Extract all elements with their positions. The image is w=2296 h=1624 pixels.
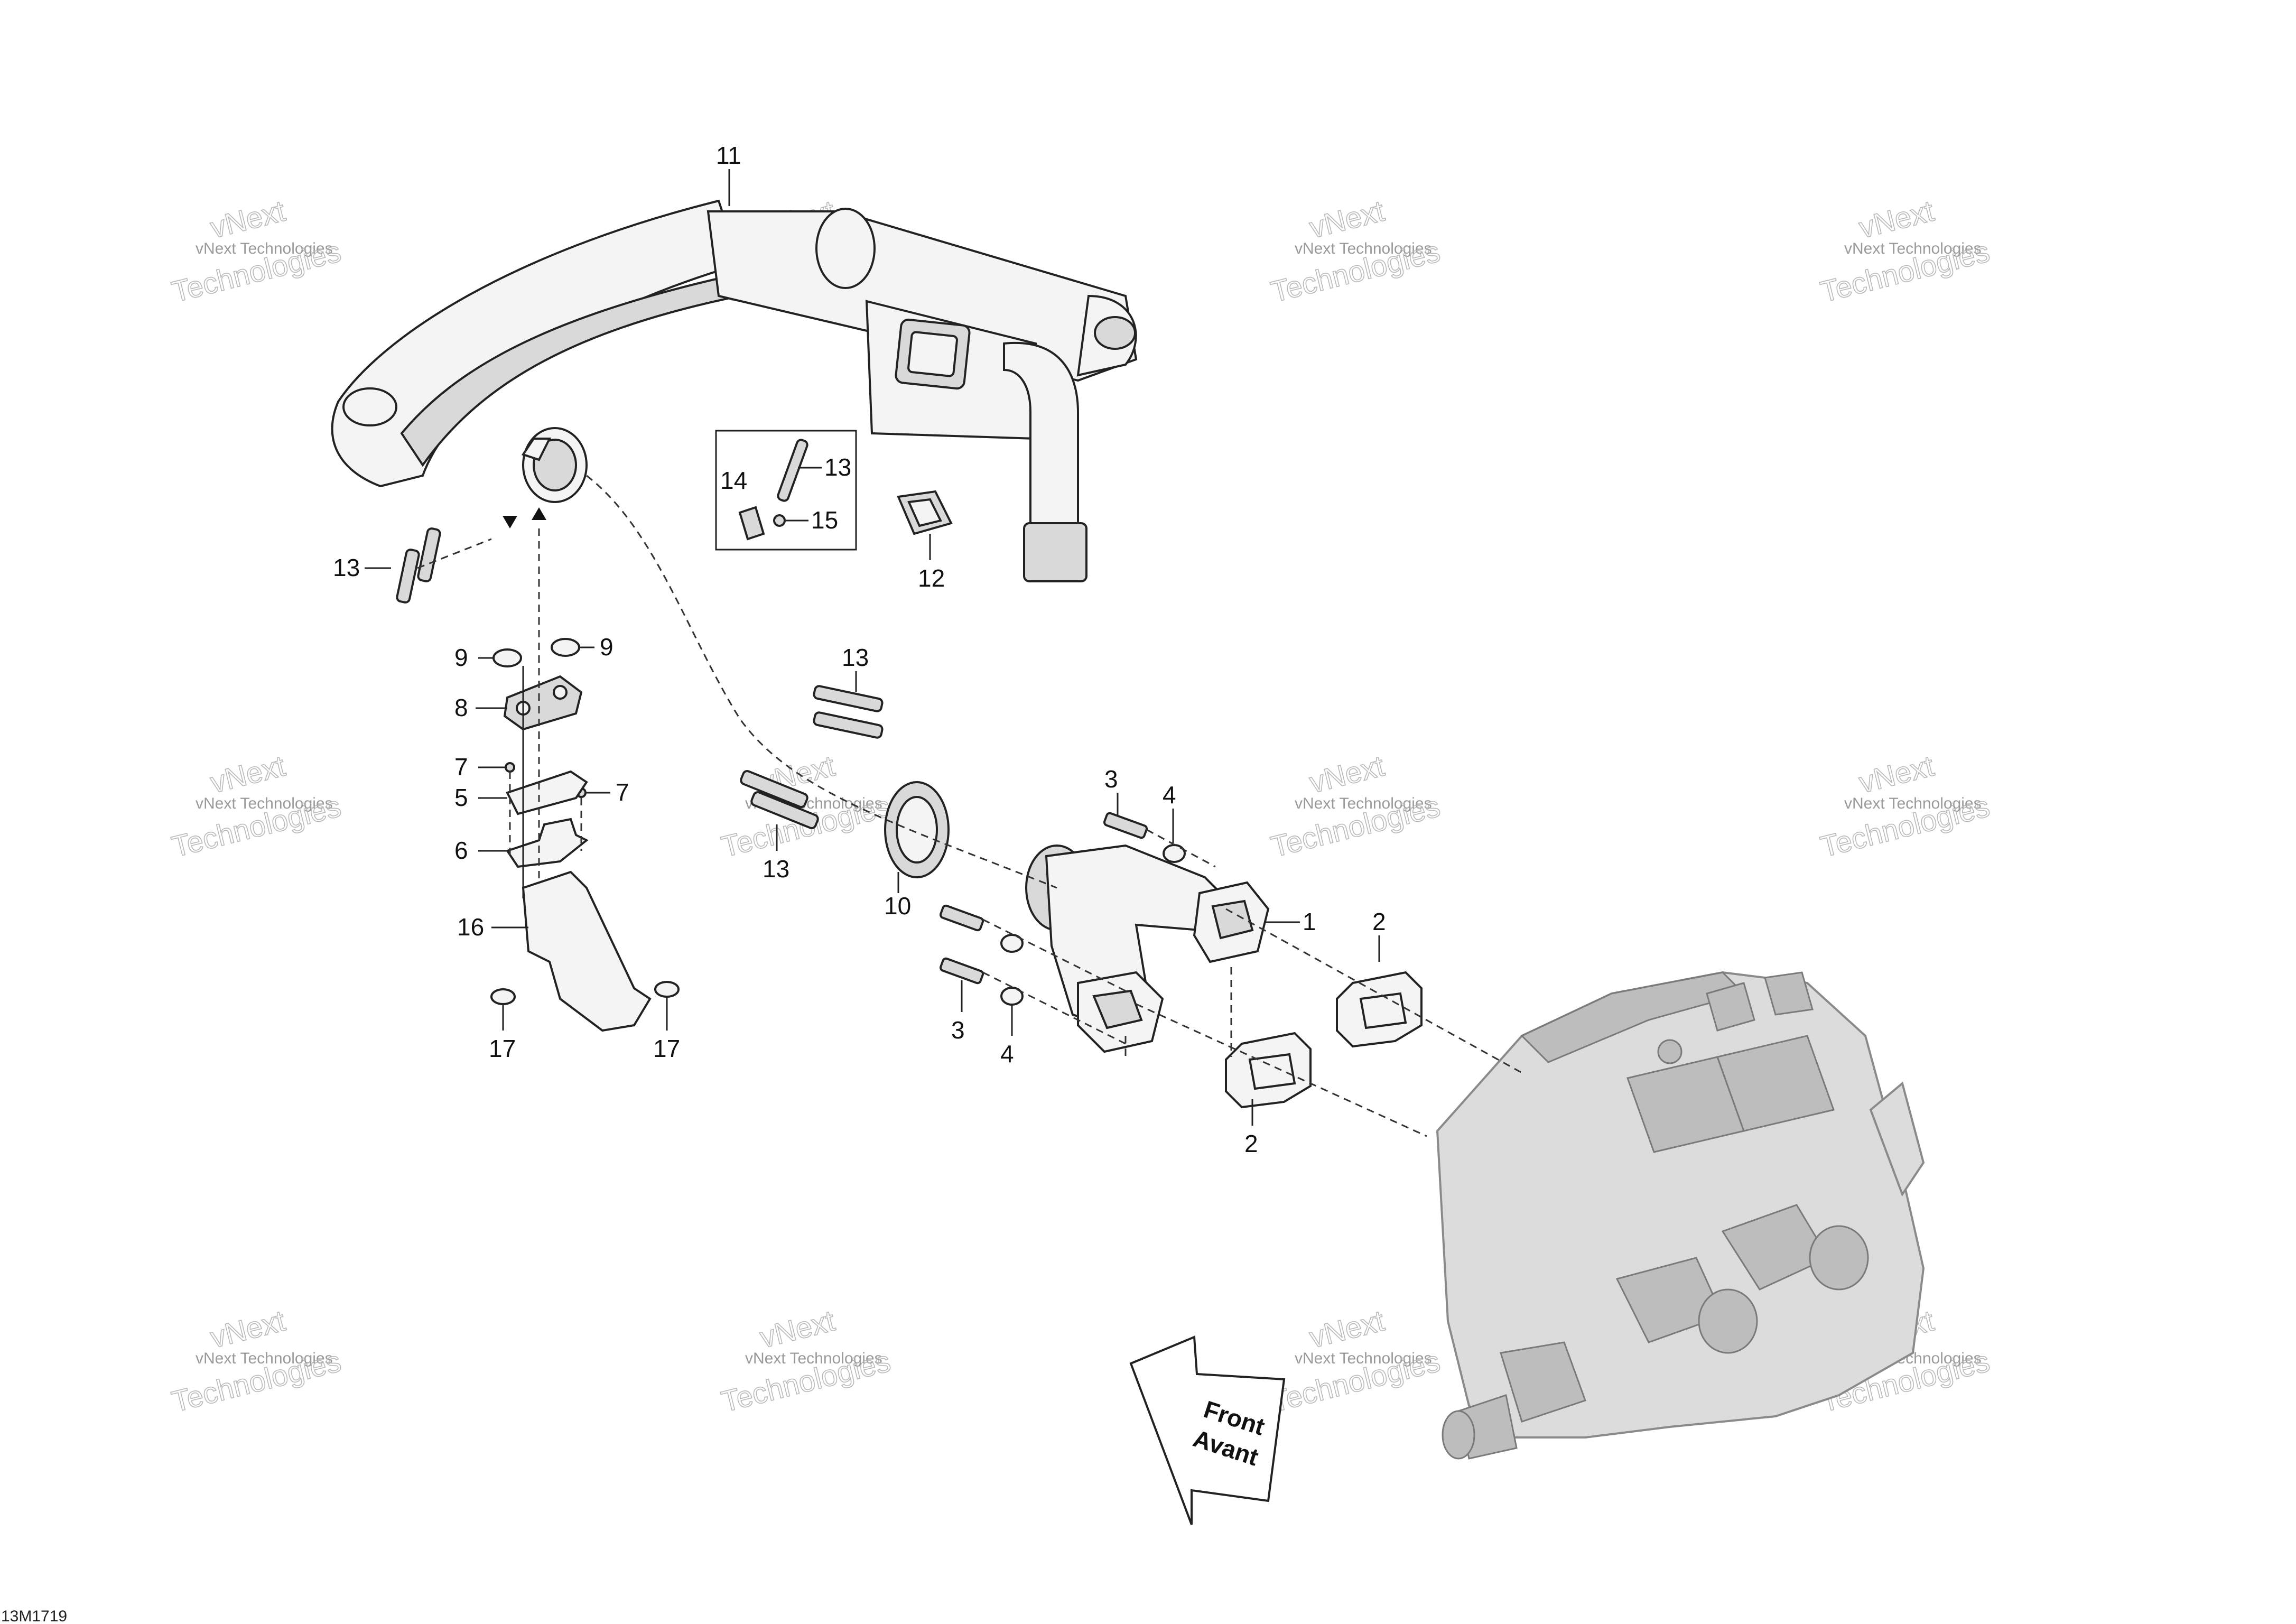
watermark: vNext vNext Technologies Technologies	[168, 748, 345, 864]
part-2-gasket-upper	[1336, 971, 1423, 1048]
watermark: vNext vNext Technologies Technologies	[1817, 748, 1993, 864]
callout-13-box: 13	[824, 453, 851, 481]
part-13-spring-lower	[740, 770, 819, 829]
part-3-bolt-middle	[939, 904, 984, 932]
svg-text:vNext: vNext	[207, 194, 289, 245]
front-direction-arrow: Front Avant	[1129, 1335, 1286, 1525]
bracket-assembly	[490, 507, 680, 1032]
part-9-grommet-right	[551, 638, 580, 657]
part-4-washer-middle	[1000, 934, 1024, 953]
callout-numbers: 11 1 2 2 3 3 4 4 5 6 7 7 8 9 9 10 12 13 …	[333, 142, 1386, 1157]
callout-4-lower: 4	[1000, 1040, 1014, 1068]
callout-13-lower: 13	[763, 855, 789, 883]
callout-3-lower: 3	[951, 1016, 965, 1044]
svg-text:vNext Technologies: vNext Technologies	[1844, 240, 1982, 257]
callout-16: 16	[457, 913, 484, 941]
callout-15: 15	[811, 506, 838, 534]
part-13-spring-box	[777, 439, 808, 502]
part-3-bolt-lower	[939, 957, 984, 985]
callout-8: 8	[454, 694, 468, 721]
callout-13-left: 13	[333, 554, 360, 581]
watermark: vNext vNext Technologies Technologies	[718, 1303, 894, 1419]
callout-9-right: 9	[600, 633, 613, 661]
watermark: vNext vNext Technologies Technologies	[1267, 1303, 1444, 1419]
part-2-gasket-lower	[1225, 1032, 1312, 1109]
watermark: vNext vNext Technologies Technologies	[1817, 193, 1993, 309]
part-14-clip	[738, 506, 765, 541]
svg-text:vNext: vNext	[1306, 194, 1388, 245]
part-6-clamp	[505, 818, 589, 868]
svg-text:vNext: vNext	[757, 1304, 839, 1354]
callout-9-left: 9	[454, 644, 468, 671]
callout-3-upper: 3	[1104, 765, 1118, 793]
assembly-arrow-up	[532, 507, 546, 520]
callout-12: 12	[918, 564, 945, 592]
part-15-screw	[773, 514, 786, 527]
assembly-dashed-lines	[417, 475, 1522, 1137]
part-1-exhaust-manifold	[1025, 844, 1270, 1053]
part-10-seal-ring	[884, 781, 950, 878]
drawing-reference-code: 13M1719	[1, 1608, 67, 1624]
watermark: vNext vNext Technologies Technologies	[1267, 748, 1444, 864]
callout-6: 6	[454, 837, 468, 864]
part-12-rubber-mount	[897, 490, 953, 535]
part-11-exhaust-pipe-muffler	[331, 199, 1138, 582]
svg-text:vNext: vNext	[1856, 749, 1938, 800]
part-17-washer-left	[490, 988, 516, 1005]
svg-text:vNext: vNext	[1306, 749, 1388, 800]
watermark: vNext vNext Technologies Technologies	[168, 1303, 345, 1419]
engine-block	[1436, 971, 1925, 1460]
callout-4-upper: 4	[1163, 781, 1176, 809]
svg-text:vNext Technologies: vNext Technologies	[196, 795, 333, 812]
callout-leaders	[365, 169, 1380, 1126]
part-9-grommet-left	[492, 648, 522, 667]
svg-text:vNext Technologies: vNext Technologies	[745, 1350, 882, 1367]
part-5-plate	[506, 770, 588, 815]
watermark: vNext vNext Technologies Technologies	[718, 748, 894, 864]
svg-text:vNext Technologies: vNext Technologies	[1295, 240, 1432, 257]
assembly-arrow-down	[503, 516, 517, 528]
part-4-washer-upper	[1163, 844, 1186, 863]
part-8-mount-bracket	[503, 675, 583, 731]
callout-14: 14	[720, 467, 747, 494]
callout-5: 5	[454, 784, 468, 811]
callout-7-right: 7	[616, 778, 629, 806]
watermark: vNext vNext Technologies Technologies	[168, 193, 345, 309]
svg-text:vNext Technologies: vNext Technologies	[196, 1350, 333, 1367]
callout-1: 1	[1303, 908, 1316, 935]
part-7-nut-left	[505, 762, 515, 773]
callout-11: 11	[716, 142, 741, 169]
svg-text:vNext Technologies: vNext Technologies	[1295, 1350, 1432, 1367]
callout-7-left: 7	[454, 753, 468, 781]
svg-text:vNext Technologies: vNext Technologies	[196, 240, 333, 257]
callout-10: 10	[884, 892, 911, 920]
svg-text:vNext Technologies: vNext Technologies	[1295, 795, 1432, 812]
part-16-support	[522, 870, 652, 1032]
svg-text:vNext: vNext	[1856, 194, 1938, 245]
callout-17-left: 17	[489, 1035, 516, 1062]
callout-2-upper: 2	[1372, 908, 1386, 935]
callout-13-middle: 13	[842, 644, 869, 671]
part-3-bolt-upper	[1103, 812, 1148, 839]
svg-text:vNext: vNext	[207, 749, 289, 800]
svg-text:vNext Technologies: vNext Technologies	[1844, 795, 1982, 812]
part-13-spring-middle	[813, 685, 884, 739]
svg-text:vNext: vNext	[207, 1304, 289, 1354]
callout-17-right: 17	[653, 1035, 680, 1062]
watermark: vNext vNext Technologies Technologies	[1267, 193, 1444, 309]
callout-2-lower: 2	[1244, 1130, 1258, 1157]
svg-text:vNext: vNext	[1306, 1304, 1388, 1354]
part-13-spring-left	[396, 527, 441, 604]
part-17-washer-right	[654, 981, 680, 998]
